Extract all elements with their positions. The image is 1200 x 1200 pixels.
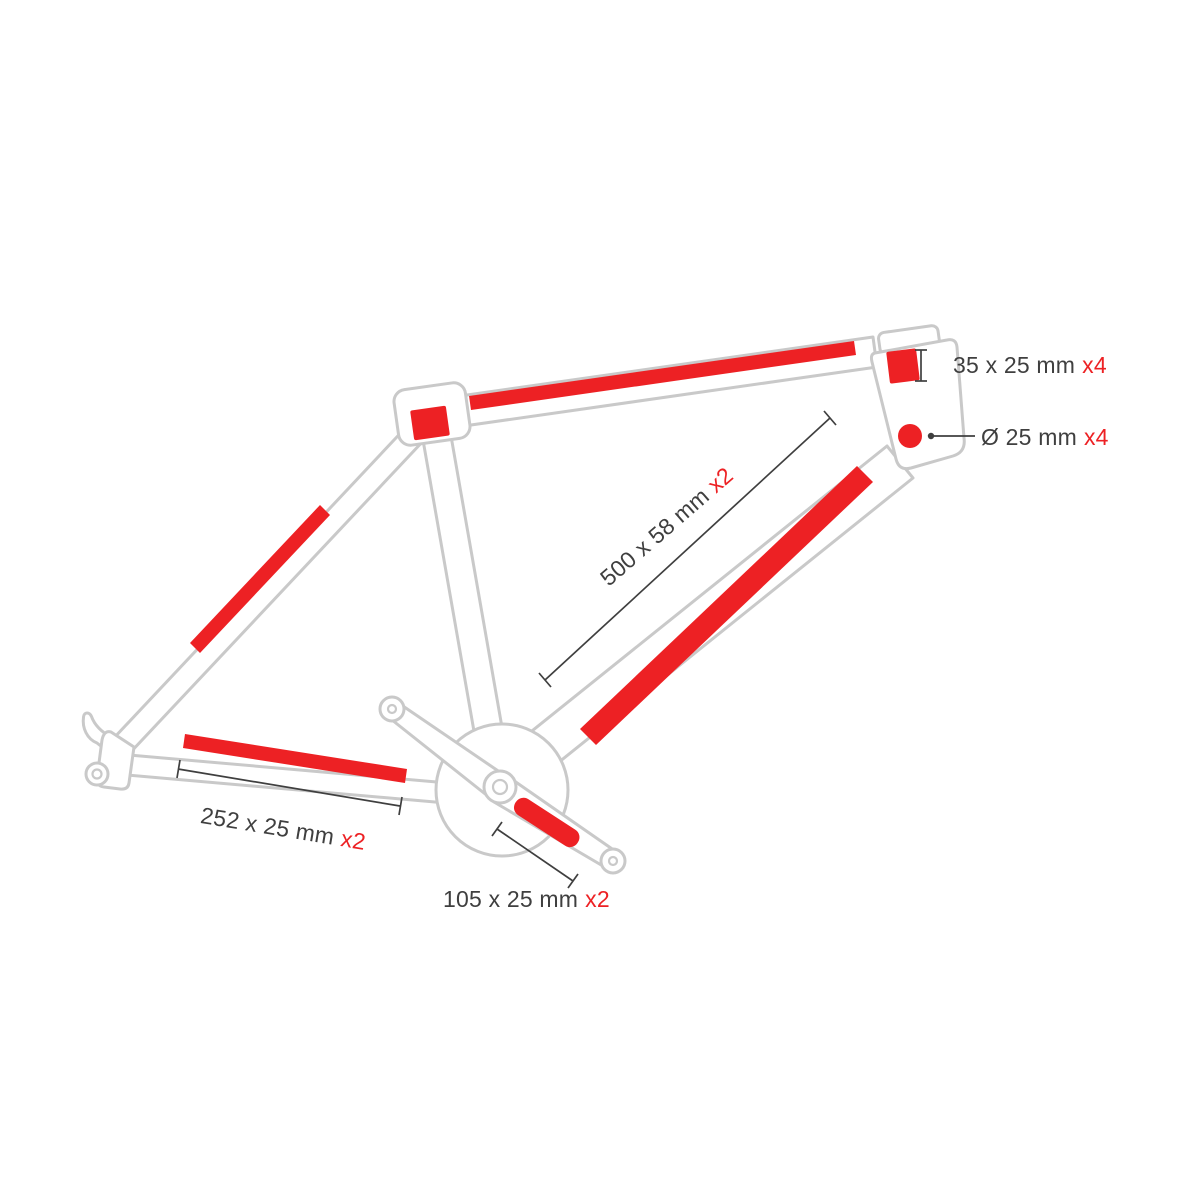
label-round-dot-dim: Ø 25 mm [981,424,1077,450]
sticker-chain-stay [183,734,407,783]
rear-dropout [81,711,136,791]
dim-crank-arm-line [491,821,579,889]
label-crank-arm-dim: 105 x 25 mm [443,886,579,912]
sticker-top-tube [469,341,856,410]
dimension-marks [176,349,975,889]
bb-axle-hole [491,778,509,796]
label-crank-arm-count: x2 [585,886,610,912]
protection-stickers [183,341,922,848]
label-head-tube-dim: 35 x 25 mm [953,352,1076,378]
label-round-dot-count: x4 [1083,424,1109,450]
seat-stay-tube [110,421,428,757]
sticker-crank-arm [513,797,580,848]
dim-round-dot-leader [927,432,975,440]
dim-main-tube-line [538,410,837,688]
dim-chain-stay-line [176,759,403,816]
sticker-seat-stay [190,505,330,653]
sticker-down-tube [580,466,873,745]
pedal-eye-lower-hole [607,855,619,867]
dropout-eyelet-hole [91,768,103,780]
pedal-eye-upper-hole [386,703,398,715]
label-head-tube-count: x4 [1082,352,1107,378]
sticker-seat-cluster-square [410,405,450,441]
label-chain-stay-count: x2 [339,825,368,855]
dim-head-square-bracket [915,349,927,382]
sticker-round-dot [898,424,922,448]
sticker-head-tube-square [886,348,920,384]
